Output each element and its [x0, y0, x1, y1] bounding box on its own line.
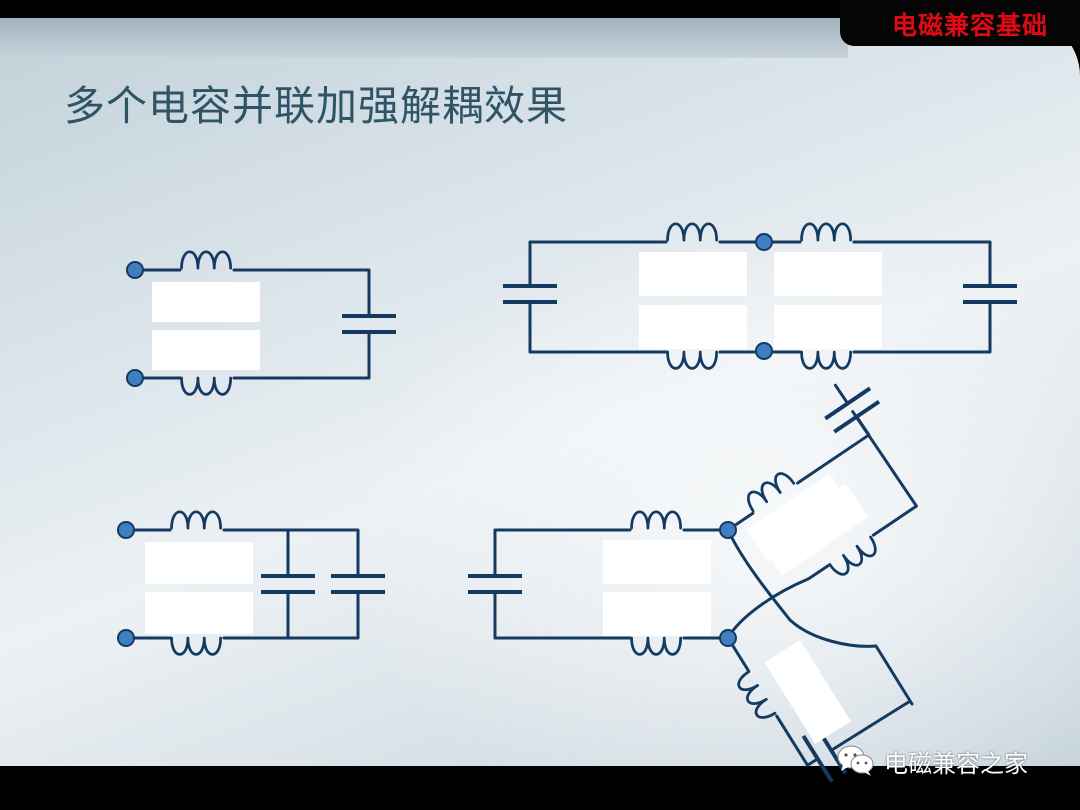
circuit-star-capacitors: [468, 383, 918, 783]
terminal-node: [126, 261, 144, 279]
brand-bar: 电磁兼容基础: [840, 0, 1080, 46]
masked-label: [764, 640, 851, 744]
inductor-top-left: [666, 222, 719, 242]
masked-label: [774, 305, 882, 349]
terminal-node: [117, 629, 135, 647]
masked-label: [603, 592, 711, 636]
masked-label: [603, 540, 711, 584]
inductor-top-right: [800, 222, 853, 242]
circuit-parallel-capacitors: [117, 510, 385, 656]
watermark: 电磁兼容之家: [836, 740, 1028, 782]
masked-label: [152, 282, 260, 322]
inductor-branch-c: [733, 670, 777, 724]
watermark-text: 电磁兼容之家: [884, 749, 1028, 778]
wechat-icon: [837, 745, 874, 776]
masked-label: [774, 252, 882, 296]
junction-node: [755, 342, 773, 360]
capacitor-plate: [801, 734, 834, 783]
masked-label: [759, 483, 869, 576]
inductor-bottom: [180, 376, 233, 396]
brand-title: 电磁兼容基础: [891, 11, 1048, 40]
junction-node: [755, 233, 773, 251]
masked-label: [639, 305, 747, 349]
masked-label: [145, 592, 253, 634]
inductor-top: [630, 510, 683, 530]
slide-title: 多个电容并联加强解耦效果: [64, 82, 568, 130]
inductor-branch-b: [828, 535, 882, 580]
inductor-bottom: [630, 636, 683, 656]
inductor-top: [180, 250, 233, 270]
terminal-node: [117, 521, 135, 539]
masked-label: [639, 252, 747, 296]
circuit-ladder-capacitors: [503, 222, 1017, 370]
terminal-node: [126, 369, 144, 387]
inductor-bottom-left: [666, 350, 719, 370]
circuit-single-capacitor: [126, 250, 396, 396]
masked-label: [152, 330, 260, 370]
junction-node: [719, 629, 737, 647]
inductor-bottom-right: [800, 350, 853, 370]
masked-label: [145, 542, 253, 584]
inductor-bottom: [170, 636, 223, 656]
slide-top-tab: [0, 18, 848, 58]
capacitor-plate: [824, 386, 872, 421]
inductor-top: [170, 510, 223, 530]
junction-node: [719, 521, 737, 539]
slide-background: [0, 18, 1080, 766]
